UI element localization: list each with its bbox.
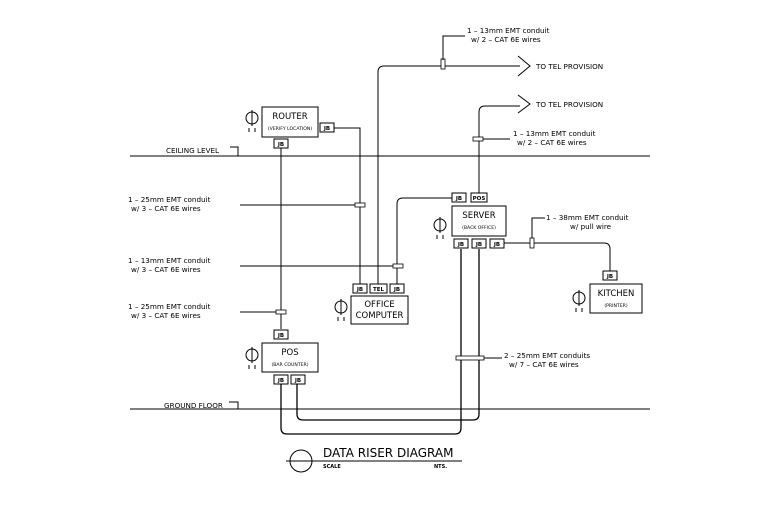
annotation-top: 1 – 13mm EMT conduit w/ 2 – CAT 6E wires bbox=[467, 26, 550, 44]
office-computer-device: JB TEL JB OFFICE COMPUTER bbox=[350, 283, 409, 325]
annotation-left1-line2: w/ 3 – CAT 6E wires bbox=[131, 204, 201, 213]
annotation-left-3: 1 – 25mm EMT conduit w/ 3 – CAT 6E wires bbox=[128, 302, 211, 320]
pos-name: POS bbox=[281, 348, 298, 358]
router-jb-bottom-label: JB bbox=[277, 142, 284, 148]
scale-label: SCALE bbox=[323, 464, 341, 470]
kitchen-note: (PRINTER) bbox=[604, 303, 627, 309]
office-line1: OFFICE bbox=[364, 300, 394, 310]
office-jb-1-label: JB bbox=[356, 287, 363, 293]
server-jb-bottom-3-label: JB bbox=[493, 242, 500, 248]
annotation-kitchen-line1: 1 – 38mm EMT conduit bbox=[546, 213, 629, 222]
annotation-left3-line1: 1 – 25mm EMT conduit bbox=[128, 302, 211, 311]
server-outlet-icon bbox=[433, 217, 447, 239]
title-block: DATA RISER DIAGRAM SCALE NTS. bbox=[286, 446, 462, 473]
pos-device: JB POS (BAR COUNTER) JB JB bbox=[261, 329, 319, 385]
office-tel-tag bbox=[369, 283, 388, 294]
conduit-runs bbox=[280, 65, 611, 435]
office-jb-1 bbox=[352, 283, 368, 294]
router-jb-side bbox=[319, 122, 335, 133]
ground-floor-label: GROUND FLOOR bbox=[164, 401, 223, 410]
server-device: JB POS SERVER (BACK OFFICE) JB JB JB bbox=[451, 192, 507, 249]
server-jb-bottom-1 bbox=[453, 238, 469, 249]
annotation-top-line1: 1 – 13mm EMT conduit bbox=[467, 26, 550, 35]
tel-provision-arrow-a: TO TEL PROVISION bbox=[517, 55, 603, 77]
ceiling-level: CEILING LEVEL bbox=[130, 146, 650, 157]
annotation-bottom-line1: 2 – 25mm EMT conduits bbox=[504, 351, 590, 360]
router-jb-bottom bbox=[273, 138, 289, 149]
kitchen-name: KITCHEN bbox=[598, 289, 635, 299]
router-name: ROUTER bbox=[272, 112, 307, 122]
server-jb-top bbox=[451, 192, 467, 203]
ground-floor-level: GROUND FLOOR bbox=[130, 401, 650, 410]
kitchen-outlet-icon bbox=[572, 290, 586, 312]
server-pos-tag-label: POS bbox=[473, 196, 486, 202]
office-outlet-icon bbox=[334, 299, 348, 321]
pos-jb-bottom-1-label: JB bbox=[277, 378, 284, 384]
annotation-left2-line2: w/ 3 – CAT 6E wires bbox=[131, 265, 201, 274]
router-jb-side-label: JB bbox=[323, 126, 330, 132]
annotation-kitchen: 1 – 38mm EMT conduit w/ pull wire bbox=[546, 213, 629, 231]
office-line2: COMPUTER bbox=[356, 311, 404, 321]
tel-provision-label-b: TO TEL PROVISION bbox=[535, 100, 603, 109]
pos-jb-top-label: JB bbox=[277, 333, 284, 339]
server-jb-bottom-1-label: JB bbox=[457, 242, 464, 248]
router-device: ROUTER (VERIFY LOCATION) JB JB bbox=[261, 106, 335, 149]
server-jb-bottom-2-label: JB bbox=[475, 242, 482, 248]
server-jb-top-label: JB bbox=[455, 196, 462, 202]
annotation-top-line2: w/ 2 – CAT 6E wires bbox=[471, 35, 541, 44]
annotation-left-1: 1 – 25mm EMT conduit w/ 3 – CAT 6E wires bbox=[128, 195, 211, 213]
router-outlet-icon bbox=[245, 110, 259, 132]
annotation-right-line1: 1 – 13mm EMT conduit bbox=[513, 129, 596, 138]
tel-provision-label-a: TO TEL PROVISION bbox=[535, 62, 603, 71]
office-tel-tag-label: TEL bbox=[373, 287, 385, 293]
nts-label: NTS. bbox=[434, 464, 447, 470]
pos-jb-bottom-1 bbox=[273, 374, 289, 385]
router-note: (VERIFY LOCATION) bbox=[268, 126, 313, 132]
server-name: SERVER bbox=[462, 211, 495, 221]
ceiling-level-label: CEILING LEVEL bbox=[166, 146, 219, 155]
annotation-right: 1 – 13mm EMT conduit w/ 2 – CAT 6E wires bbox=[513, 129, 596, 147]
annotation-left-2: 1 – 13mm EMT conduit w/ 3 – CAT 6E wires bbox=[128, 256, 211, 274]
office-jb-2-label: JB bbox=[393, 287, 400, 293]
pos-outlet-icon bbox=[245, 347, 259, 369]
pos-jb-bottom-2-label: JB bbox=[294, 378, 301, 384]
server-note: (BACK OFFICE) bbox=[462, 225, 496, 231]
pos-jb-bottom-2 bbox=[290, 374, 306, 385]
annotation-kitchen-line2: w/ pull wire bbox=[570, 222, 612, 231]
annotation-left2-line1: 1 – 13mm EMT conduit bbox=[128, 256, 211, 265]
office-jb-2 bbox=[389, 283, 405, 294]
tel-provision-arrow-b: TO TEL PROVISION bbox=[517, 94, 603, 114]
annotation-bottom-line2: w/ 7 – CAT 6E wires bbox=[509, 360, 579, 369]
annotation-left1-line1: 1 – 25mm EMT conduit bbox=[128, 195, 211, 204]
kitchen-device: JB KITCHEN (PRINTER) bbox=[589, 270, 643, 314]
annotation-bottom: 2 – 25mm EMT conduits w/ 7 – CAT 6E wire… bbox=[504, 351, 590, 369]
server-jb-bottom-3 bbox=[489, 238, 505, 249]
annotation-right-line2: w/ 2 – CAT 6E wires bbox=[517, 138, 587, 147]
server-pos-tag bbox=[470, 192, 488, 203]
server-jb-bottom-2 bbox=[471, 238, 487, 249]
title-text: DATA RISER DIAGRAM bbox=[323, 446, 453, 460]
leader-lines bbox=[240, 35, 545, 359]
pos-note: (BAR COUNTER) bbox=[271, 362, 308, 368]
kitchen-jb bbox=[602, 270, 618, 281]
kitchen-jb-label: JB bbox=[606, 274, 613, 280]
annotation-left3-line2: w/ 3 – CAT 6E wires bbox=[131, 311, 201, 320]
pos-jb-top bbox=[273, 329, 289, 340]
